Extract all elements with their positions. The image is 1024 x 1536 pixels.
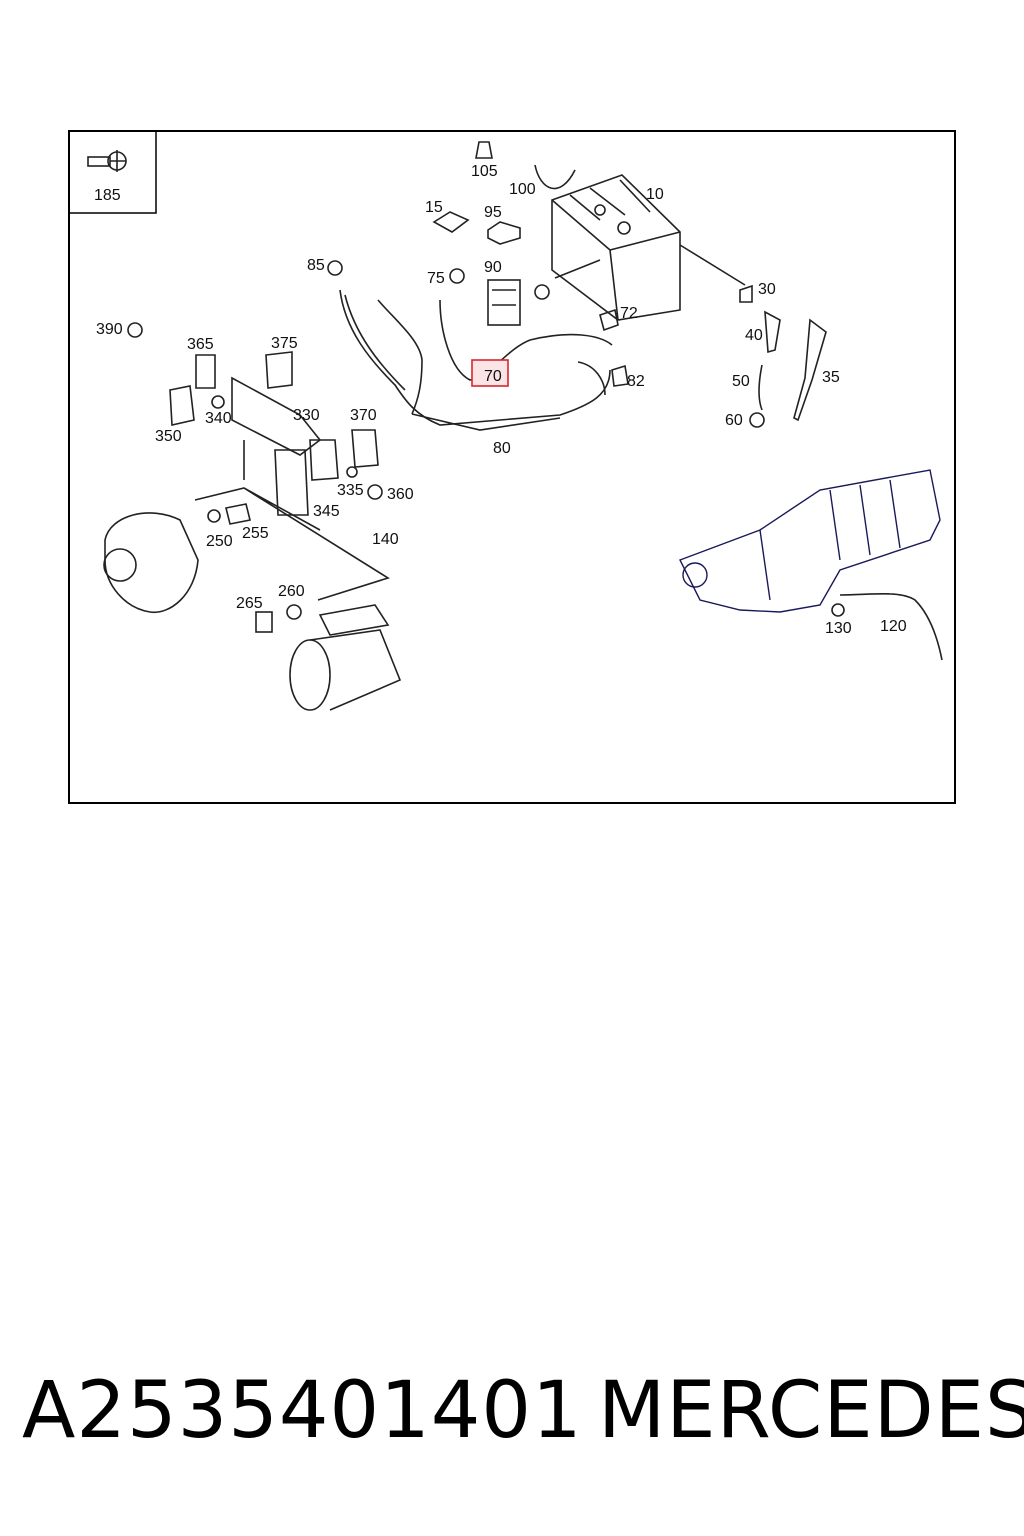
callout-345: 345 (313, 503, 340, 520)
callout-75: 75 (427, 270, 445, 287)
callout-50: 50 (732, 373, 750, 390)
callout-260: 260 (278, 583, 305, 600)
callout-60: 60 (725, 412, 743, 429)
callout-35: 35 (822, 369, 840, 386)
callout-40: 40 (745, 327, 763, 344)
callout-10: 10 (646, 186, 664, 203)
callout-90: 90 (484, 259, 502, 276)
callout-72: 72 (620, 305, 638, 322)
part-number: A2535401401 (22, 1366, 583, 1456)
callout-330: 330 (293, 407, 320, 424)
inset-label: 185 (94, 187, 121, 204)
callout-350: 350 (155, 428, 182, 445)
starter-drawing (255, 604, 402, 711)
callout-375: 375 (271, 335, 298, 352)
brand-name: MERCEDES (598, 1366, 1024, 1456)
callout-250: 250 (206, 533, 233, 550)
callout-100: 100 (509, 181, 536, 198)
highlight-label: 70 (484, 368, 502, 385)
parts-diagram: 185 (68, 130, 943, 711)
callout-360: 360 (387, 486, 414, 503)
alternator-drawing (103, 503, 251, 614)
callout-335: 335 (337, 482, 364, 499)
small-hardware-drawing (127, 141, 827, 428)
inset-box: 185 (68, 130, 157, 214)
battery-drawing (551, 174, 681, 321)
callout-370: 370 (350, 407, 377, 424)
callout-labels: 105 100 10 15 95 85 75 90 30 72 390 365 … (96, 163, 907, 637)
callout-95: 95 (484, 204, 502, 221)
highlight-box[interactable] (471, 359, 509, 387)
fuse-box-drawing (169, 351, 390, 601)
callout-390: 390 (96, 321, 123, 338)
callout-340: 340 (205, 410, 232, 427)
bolt-icon (87, 150, 127, 172)
cable-harness-drawing (339, 164, 746, 431)
callout-130: 130 (825, 620, 852, 637)
callout-105: 105 (471, 163, 498, 180)
callout-30: 30 (758, 281, 776, 298)
callout-255: 255 (242, 525, 269, 542)
callout-140: 140 (372, 531, 399, 548)
transmission-drawing (679, 469, 943, 661)
callout-265: 265 (236, 595, 263, 612)
callout-80: 80 (493, 440, 511, 457)
highlighted-part-70[interactable]: 70 (471, 359, 509, 387)
callout-85: 85 (307, 257, 325, 274)
callout-120: 120 (880, 618, 907, 635)
callout-365: 365 (187, 336, 214, 353)
callout-82: 82 (627, 373, 645, 390)
callout-15: 15 (425, 199, 443, 216)
parts-diagram-frame (68, 130, 956, 804)
